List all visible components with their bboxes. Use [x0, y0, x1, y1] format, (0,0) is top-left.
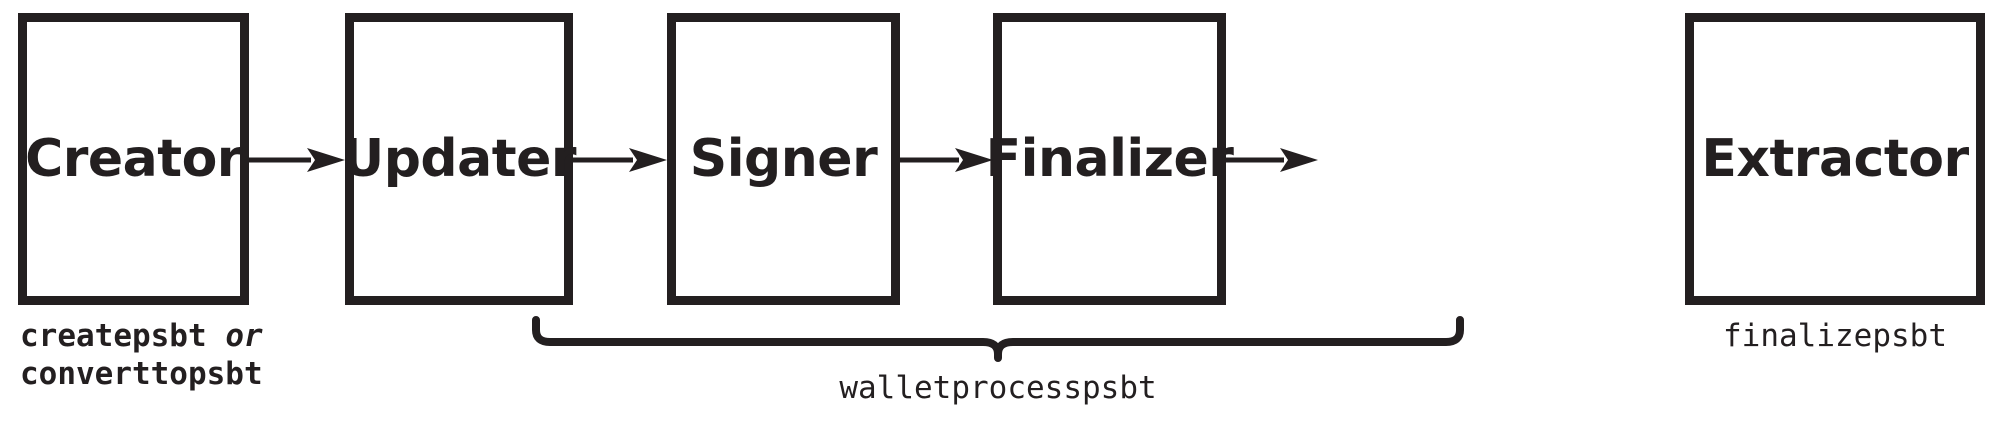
- brace-updater-to-finalizer: [532, 316, 1464, 362]
- arrow-creator-to-updater: [249, 148, 345, 172]
- stage-label-extractor: Extractor: [1701, 129, 1969, 189]
- arrow-finalizer-to-extractor: [1226, 148, 1318, 172]
- stage-box-updater: Updater: [341, 13, 577, 305]
- caption-creator-command-createpsbt: createpsbt: [20, 318, 207, 354]
- caption-extractor: finalizepsbt: [1685, 318, 1985, 356]
- caption-brace-command: walletprocesspsbt: [839, 370, 1157, 406]
- stage-label-finalizer: Finalizer: [985, 129, 1234, 189]
- arrow-signer-to-finalizer: [900, 148, 993, 172]
- arrow-updater-to-signer: [573, 148, 667, 172]
- stage-box-creator: Creator: [18, 13, 249, 305]
- caption-brace-walletprocesspsbt: walletprocesspsbt: [728, 370, 1268, 408]
- stage-label-creator: Creator: [25, 129, 242, 189]
- caption-creator-line-2: converttopsbt: [20, 356, 340, 394]
- stage-box-finalizer: Finalizer: [986, 13, 1234, 305]
- stage-label-signer: Signer: [689, 129, 878, 189]
- stage-label-updater: Updater: [341, 129, 577, 189]
- stage-box-extractor: Extractor: [1685, 13, 1985, 305]
- caption-creator-command-converttopsbt: converttopsbt: [20, 355, 263, 392]
- caption-extractor-command: finalizepsbt: [1723, 318, 1947, 354]
- stage-box-signer: Signer: [667, 13, 900, 305]
- caption-creator-conjunction: or: [225, 318, 263, 354]
- caption-creator: createpsbt or converttopsbt: [20, 318, 340, 394]
- caption-creator-line-1: createpsbt or: [20, 318, 340, 356]
